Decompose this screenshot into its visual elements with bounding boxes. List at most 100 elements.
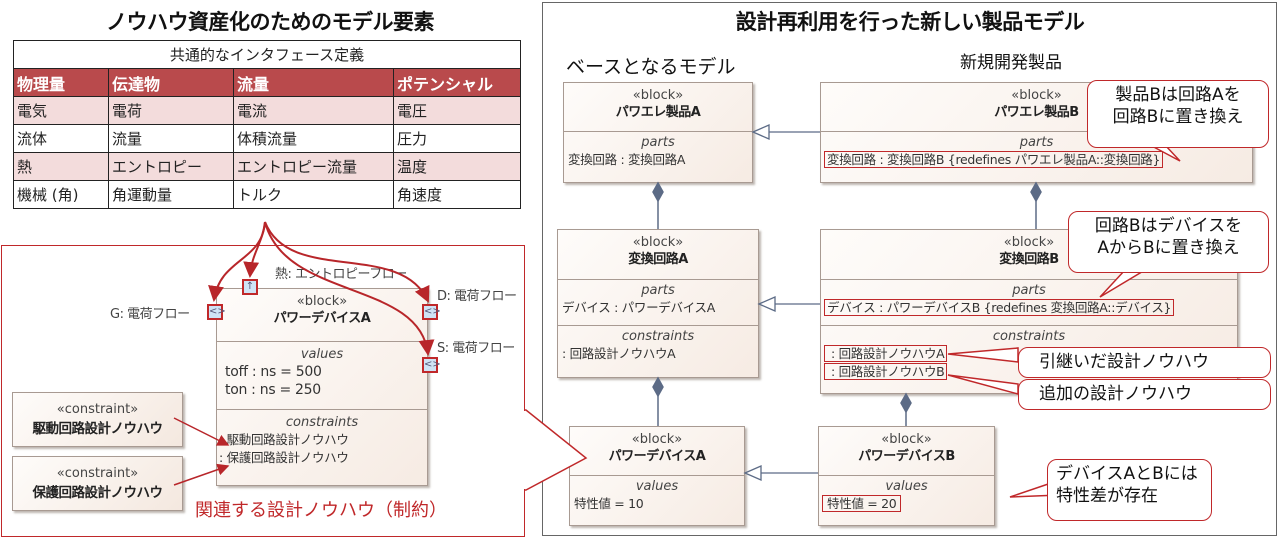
- constraints-title: constraints: [992, 329, 1066, 344]
- table-header-row: 物理量 伝達物 流量 ポテンシャル: [13, 68, 521, 97]
- table-cell: 角運動量: [108, 180, 234, 209]
- value-item: ton : ns = 250: [225, 382, 321, 398]
- table-cell: トルク: [233, 180, 394, 209]
- table-cell: 圧力: [393, 124, 521, 153]
- table-cell: 電気: [13, 96, 109, 125]
- block-name: 変換回路A: [628, 252, 688, 267]
- gate-port-icon[interactable]: <>: [207, 304, 226, 320]
- callout-circuit-replacement: 回路Bはデバイスを AからBに置き換え: [1068, 211, 1269, 273]
- table-row: 流体 流量 体積流量 圧力: [13, 124, 521, 153]
- table-cell: エントロピー: [108, 152, 234, 181]
- block-power-product-a[interactable]: «block» パワエレ製品A parts 変換回路 : 変換回路A: [563, 82, 753, 183]
- table-cell: 熱: [13, 152, 109, 181]
- table-row: 電気 電荷 電流 電圧: [13, 96, 521, 125]
- table-cell: 流量: [108, 124, 234, 153]
- constraint-stereotype: «constraint»: [56, 466, 139, 481]
- drain-port-label: D: 電荷フロー: [437, 289, 517, 304]
- table-header: ポテンシャル: [393, 68, 521, 97]
- source-port-label: S: 電荷フロー: [437, 341, 515, 356]
- parts-title: parts: [641, 135, 675, 150]
- block-name: パワエレ製品B: [994, 105, 1079, 120]
- callout-line: 特性差が存在: [1056, 486, 1158, 506]
- new-product-label: 新規開発製品: [960, 53, 1062, 73]
- values-title: values: [300, 347, 344, 362]
- table-header: 物理量: [13, 68, 109, 97]
- table-cell: 流体: [13, 124, 109, 153]
- callout-added-knowhow: 追加の設計ノウハウ: [1018, 379, 1271, 410]
- constraint-block-protection[interactable]: «constraint» 保護回路設計ノウハウ: [12, 456, 183, 511]
- block-stereotype: «block»: [296, 294, 348, 309]
- block-stereotype: «block»: [881, 432, 932, 447]
- block-stereotype: «block»: [631, 432, 683, 447]
- callout-inherited-knowhow: 引継いだ設計ノウハウ: [1018, 347, 1271, 378]
- table-cell: 角速度: [393, 180, 521, 209]
- gate-port-label: G: 電荷フロー: [110, 307, 190, 322]
- block-power-device-a[interactable]: «block» パワーデバイスA values 特性値 = 10: [569, 426, 745, 526]
- part-item-redefined: デバイス : パワーデバイスB {redefines 変換回路A::デバイス}: [823, 299, 1175, 316]
- callout-line: 製品Bは回路Aを: [1115, 85, 1241, 105]
- new-product-model-frame: [542, 2, 1277, 536]
- block-converter-circuit-a[interactable]: «block» 変換回路A parts デバイス : パワーデバイスA cons…: [557, 229, 759, 378]
- block-stereotype: «block»: [1003, 235, 1055, 250]
- left-title: ノウハウ資産化のためのモデル要素: [106, 10, 435, 34]
- constraint-item-inherited: : 回路設計ノウハウA: [823, 345, 948, 362]
- values-title: values: [635, 479, 679, 494]
- constraint-name: 駆動回路設計ノウハウ: [32, 421, 164, 437]
- block-name: パワーデバイスA: [608, 449, 706, 464]
- block-name: パワーデバイスA: [273, 311, 371, 326]
- block-name: 変換回路B: [999, 252, 1059, 267]
- related-knowhow-note: 関連する設計ノウハウ（制約）: [195, 500, 447, 521]
- table-cell: エントロピー流量: [233, 152, 394, 181]
- block-stereotype: «block»: [1011, 88, 1062, 103]
- table-cell: 体積流量: [233, 124, 394, 153]
- table-cell: 電荷: [108, 96, 234, 125]
- thermal-port-label: 熱: エントロピーフロー: [275, 267, 407, 282]
- drain-port-icon[interactable]: <>: [422, 304, 441, 320]
- values-title: values: [885, 479, 928, 494]
- callout-device-difference: デバイスAとBには 特性差が存在: [1047, 459, 1212, 521]
- constraint-stereotype: «constraint»: [56, 402, 139, 417]
- table-cell: 温度: [393, 152, 521, 181]
- callout-line: 回路Bに置き換え: [1112, 107, 1244, 127]
- table-header: 流量: [233, 68, 394, 97]
- thermal-port-icon[interactable]: ↑: [242, 279, 258, 295]
- right-title: 設計再利用を行った新しい製品モデル: [735, 10, 1085, 34]
- block-stereotype: «block»: [632, 235, 684, 250]
- constraints-title: constraints: [285, 415, 359, 430]
- value-item-highlighted: 特性値 = 20: [821, 495, 902, 512]
- table-cell: 機械 (角): [13, 180, 109, 209]
- constraint-item: : 保護回路設計ノウハウ: [219, 450, 349, 465]
- interface-definition-table: 共通的なインタフェース定義 物理量 伝達物 流量 ポテンシャル 電気 電荷 電流…: [13, 40, 521, 209]
- block-name: パワエレ製品A: [615, 105, 701, 120]
- block-name: パワーデバイスB: [858, 449, 955, 464]
- callout-product-replacement: 製品Bは回路Aを 回路Bに置き換え: [1087, 80, 1269, 148]
- part-item-redefined: 変換回路 : 変換回路B {redefines パワエレ製品A::変換回路}: [823, 151, 1164, 168]
- callout-line: AからBに置き換え: [1097, 238, 1240, 258]
- table-row: 機械 (角) 角運動量 トルク 角速度: [13, 180, 521, 209]
- table-cell: 電流: [233, 96, 394, 125]
- constraints-title: constraints: [621, 329, 695, 344]
- callout-line: デバイスAとBには: [1056, 464, 1198, 484]
- base-model-label: ベースとなるモデル: [566, 56, 736, 78]
- table-row: 熱 エントロピー エントロピー流量 温度: [13, 152, 521, 181]
- part-item: デバイス : パワーデバイスA: [562, 300, 715, 315]
- parts-title: parts: [1019, 135, 1054, 150]
- source-port-icon[interactable]: <>: [422, 357, 441, 373]
- part-item: 変換回路 : 変換回路A: [568, 152, 686, 167]
- block-power-device-b[interactable]: «block» パワーデバイスB values 特性値 = 20: [818, 426, 995, 526]
- constraint-name: 保護回路設計ノウハウ: [32, 485, 164, 501]
- table-header: 伝達物: [108, 68, 234, 97]
- table-cell: 電圧: [393, 96, 521, 125]
- block-stereotype: «block»: [632, 88, 684, 103]
- parts-title: parts: [641, 283, 675, 298]
- constraint-item: : 回路設計ノウハウA: [562, 346, 676, 361]
- callout-line: 回路Bはデバイスを: [1094, 216, 1243, 236]
- parts-title: parts: [1012, 283, 1046, 298]
- block-power-device-a-left[interactable]: «block» パワーデバイスA values toff : ns = 500 …: [216, 288, 428, 486]
- constraint-item-added: : 回路設計ノウハウB: [823, 363, 948, 380]
- table-caption: 共通的なインタフェース定義: [13, 40, 521, 69]
- value-item: 特性値 = 10: [574, 496, 644, 511]
- constraint-item: : 駆動回路設計ノウハウ: [219, 432, 349, 447]
- constraint-block-drive[interactable]: «constraint» 駆動回路設計ノウハウ: [12, 392, 183, 447]
- value-item: toff : ns = 500: [225, 364, 322, 380]
